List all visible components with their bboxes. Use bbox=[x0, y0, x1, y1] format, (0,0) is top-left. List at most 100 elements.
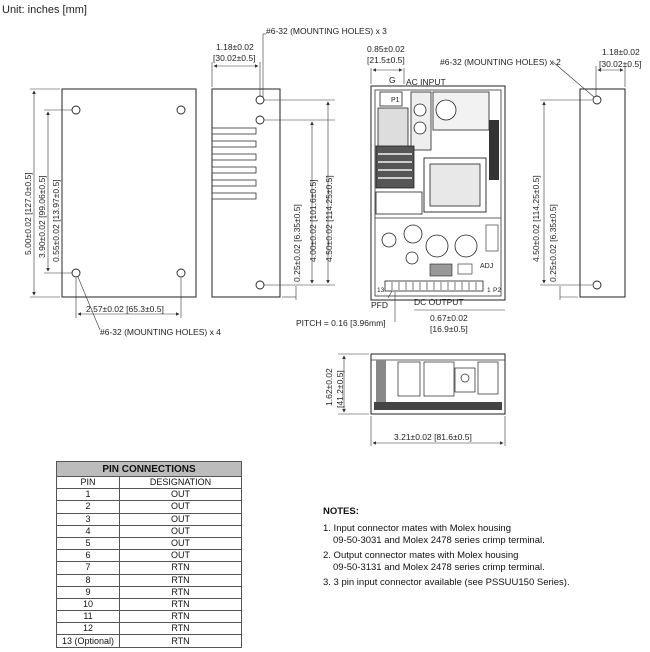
end-height-dim: 1.62±0.02 bbox=[324, 368, 334, 406]
designation-cell: OUT bbox=[119, 524, 242, 538]
mounting-hole bbox=[592, 280, 602, 290]
mounting-hole bbox=[255, 115, 265, 125]
designation-cell: RTN bbox=[119, 585, 242, 599]
note-line: 1. Input connector mates with Molex hous… bbox=[323, 523, 511, 534]
pin1-label: 1 bbox=[487, 287, 491, 294]
front-width-dim: 2.57±0.02 [65.3±0.5] bbox=[86, 304, 164, 314]
pin-column-header: PIN bbox=[56, 475, 120, 490]
choke bbox=[375, 145, 415, 189]
end-height-dim-mm: [41.2±0.5] bbox=[335, 370, 345, 408]
mounting-hole bbox=[255, 95, 265, 105]
mounting-hole bbox=[71, 105, 81, 115]
unit-label: Unit: inches [mm] bbox=[2, 4, 87, 16]
designation-cell: OUT bbox=[119, 536, 242, 551]
right-holes-label: #6-32 (MOUNTING HOLES) x 2 bbox=[440, 57, 561, 67]
note-item: 1. Input connector mates with Molex hous… bbox=[323, 523, 643, 547]
designation-cell: RTN bbox=[119, 610, 242, 624]
right-plate bbox=[579, 88, 626, 298]
pin-cell: 4 bbox=[56, 524, 120, 538]
pin-cell: 10 bbox=[56, 597, 120, 612]
pin-cell: 9 bbox=[56, 585, 120, 599]
front-view: 5.00±0.02 [127.0±0.5] 3.90±0.02 [99.06±0… bbox=[23, 88, 221, 337]
vent-slot bbox=[211, 192, 257, 200]
board-offset-dim: 0.85±0.02 bbox=[367, 44, 405, 54]
designation-cell: RTN bbox=[119, 561, 242, 575]
front-holes-label: #6-32 (MOUNTING HOLES) x 4 bbox=[100, 327, 221, 337]
pin-cell: 12 bbox=[56, 622, 120, 636]
right-width-dim: 1.18±0.02 bbox=[602, 47, 640, 57]
ac-input-connector bbox=[379, 91, 403, 107]
side-holes-label: #6-32 (MOUNTING HOLES) x 3 bbox=[266, 26, 387, 36]
right-width-dim-mm: [30.02±0.5] bbox=[599, 59, 641, 69]
mounting-hole bbox=[176, 105, 186, 115]
mounting-hole bbox=[71, 268, 81, 278]
vent-slot bbox=[211, 179, 257, 187]
designation-cell: OUT bbox=[119, 488, 242, 502]
front-hole-spacing-dim: 3.90±0.02 [99.06±0.5] bbox=[37, 175, 47, 258]
dc-output-label: DC OUTPUT bbox=[414, 297, 464, 307]
pin-cell: 2 bbox=[56, 500, 120, 514]
p1-label: P1 bbox=[391, 97, 400, 104]
fuse-holder bbox=[410, 91, 432, 151]
vent-slot bbox=[211, 166, 257, 174]
front-plate bbox=[61, 88, 197, 298]
side-width-dim: 1.18±0.02 bbox=[216, 42, 254, 52]
output-capacitor bbox=[425, 234, 449, 258]
dim-067-mm: [16.9±0.5] bbox=[430, 324, 468, 334]
designation-cell: OUT bbox=[119, 512, 242, 526]
g-label: G bbox=[389, 75, 396, 85]
designation-cell: OUT bbox=[119, 549, 242, 563]
notes-heading: NOTES: bbox=[323, 506, 359, 517]
designation-cell: RTN bbox=[119, 622, 242, 636]
notes-section: NOTES: 1. Input connector mates with Mol… bbox=[323, 506, 643, 592]
board-offset-dim-mm: [21.5±0.5] bbox=[367, 55, 405, 65]
adj-label: ADJ bbox=[480, 263, 493, 270]
note-line: 2. Output connector mates with Molex hou… bbox=[323, 550, 519, 561]
pin13-label: 13 bbox=[377, 287, 385, 294]
vent-slot bbox=[211, 140, 257, 148]
side-width-dim-mm: [30.02±0.5] bbox=[213, 53, 255, 63]
side-view: 1.18±0.02 [30.02±0.5] #6-32 (MOUNTING HO… bbox=[211, 26, 387, 300]
mechanical-drawing: Unit: inches [mm] 5.00±0.02 [127.0±0.5] … bbox=[2, 4, 641, 446]
note-line: 09-50-3031 and Molex 2478 series crimp t… bbox=[333, 535, 545, 546]
designation-column-header: DESIGNATION bbox=[119, 475, 242, 490]
front-edge-dim: 0.55±0.02 [13.97±0.5] bbox=[51, 179, 61, 262]
note-line: 3. 3 pin input connector available (see … bbox=[323, 577, 570, 588]
front-height-dim: 5.00±0.02 [127.0±0.5] bbox=[23, 172, 33, 255]
pfd-label: PFD bbox=[371, 300, 388, 310]
pin-table-title: PIN CONNECTIONS bbox=[56, 461, 242, 477]
end-width-dim: 3.21±0.02 [81.6±0.5] bbox=[394, 432, 472, 442]
side-overall-dim: 4.50±0.02 [114.25±0.5] bbox=[324, 175, 334, 262]
mounting-hole bbox=[255, 280, 265, 290]
pin-cell: 7 bbox=[56, 561, 120, 575]
right-view: 1.18±0.02 [30.02±0.5] #6-32 (MOUNTING HO… bbox=[440, 47, 641, 300]
designation-cell: RTN bbox=[119, 634, 242, 648]
right-edge-dim: 0.25±0.02 [6.35±0.5] bbox=[548, 204, 558, 282]
pin-cell: 1 bbox=[56, 488, 120, 502]
designation-cell: RTN bbox=[119, 597, 242, 612]
mounting-hole bbox=[176, 268, 186, 278]
heatsink bbox=[489, 120, 499, 180]
capacitor-block bbox=[377, 107, 409, 151]
table-row: 13 (Optional)RTN bbox=[56, 634, 242, 648]
vent-slot bbox=[211, 153, 257, 161]
note-item: 3. 3 pin input connector available (see … bbox=[323, 577, 643, 589]
ac-input-label: AC INPUT bbox=[406, 77, 446, 87]
pin-cell: 6 bbox=[56, 549, 120, 563]
pin-cell: 13 (Optional) bbox=[56, 634, 120, 648]
p2-label: P2 bbox=[493, 287, 501, 294]
vent-slot bbox=[211, 127, 257, 135]
end-view-connector bbox=[374, 402, 502, 410]
note-line: 09-50-3131 and Molex 2478 series crimp t… bbox=[333, 562, 545, 573]
end-view: 1.62±0.02 [41.2±0.5] 3.21±0.02 [81.6±0.5… bbox=[324, 353, 506, 446]
